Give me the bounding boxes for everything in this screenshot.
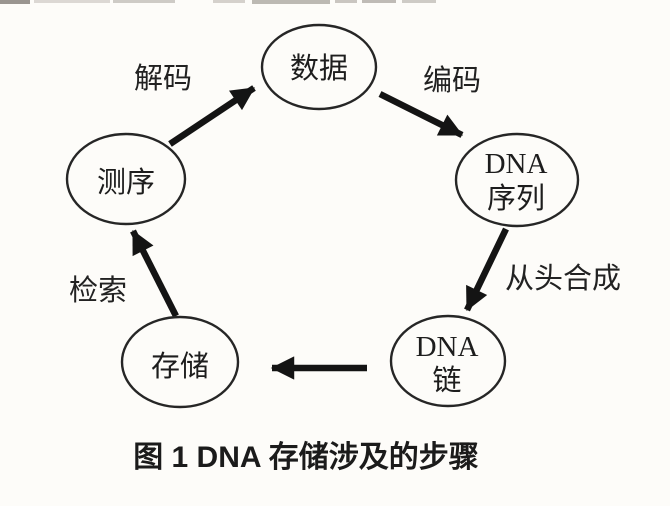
arrow-dna-sequence-to-dna-strand bbox=[464, 227, 509, 312]
node-sequencing-ellipse bbox=[65, 132, 187, 226]
node-storage-label: 存储 bbox=[151, 350, 209, 383]
arrow-data-to-dna-sequence bbox=[378, 91, 464, 138]
node-dna-strand-ellipse bbox=[389, 314, 507, 408]
node-data-ellipse bbox=[260, 23, 378, 111]
node-data: 数据 bbox=[260, 23, 378, 111]
node-dna-strand-label-line2: 链 bbox=[432, 364, 461, 397]
node-sequencing: 测序 bbox=[65, 132, 187, 226]
node-sequencing-label: 测序 bbox=[97, 166, 155, 199]
node-dna-sequence: DNA 序列 bbox=[454, 132, 580, 228]
arrow-storage-to-sequencing bbox=[130, 229, 179, 318]
node-storage: 存储 bbox=[120, 315, 240, 409]
edge-labels: 解码 编码 从头合成 检索 bbox=[69, 62, 621, 307]
node-dna-strand-label-line1: DNA bbox=[416, 331, 479, 363]
arrow-sequencing-to-data bbox=[168, 85, 256, 147]
cropped-text-artifact bbox=[0, 0, 436, 4]
edge-label-retrieve: 检索 bbox=[69, 274, 127, 307]
node-dna-sequence-label-line1: DNA bbox=[485, 148, 548, 180]
node-dna-sequence-ellipse bbox=[454, 132, 580, 228]
edge-label-decode: 解码 bbox=[134, 62, 192, 95]
figure-caption: 图 1 DNA 存储涉及的步骤 bbox=[133, 441, 479, 474]
edge-label-encode: 编码 bbox=[423, 64, 481, 97]
edge-label-synthesis: 从头合成 bbox=[505, 262, 621, 295]
node-data-label: 数据 bbox=[290, 52, 348, 85]
node-dna-strand: DNA 链 bbox=[389, 314, 507, 408]
node-dna-sequence-label-line2: 序列 bbox=[487, 182, 545, 215]
node-storage-ellipse bbox=[120, 315, 240, 409]
cycle-arrows bbox=[130, 85, 509, 380]
